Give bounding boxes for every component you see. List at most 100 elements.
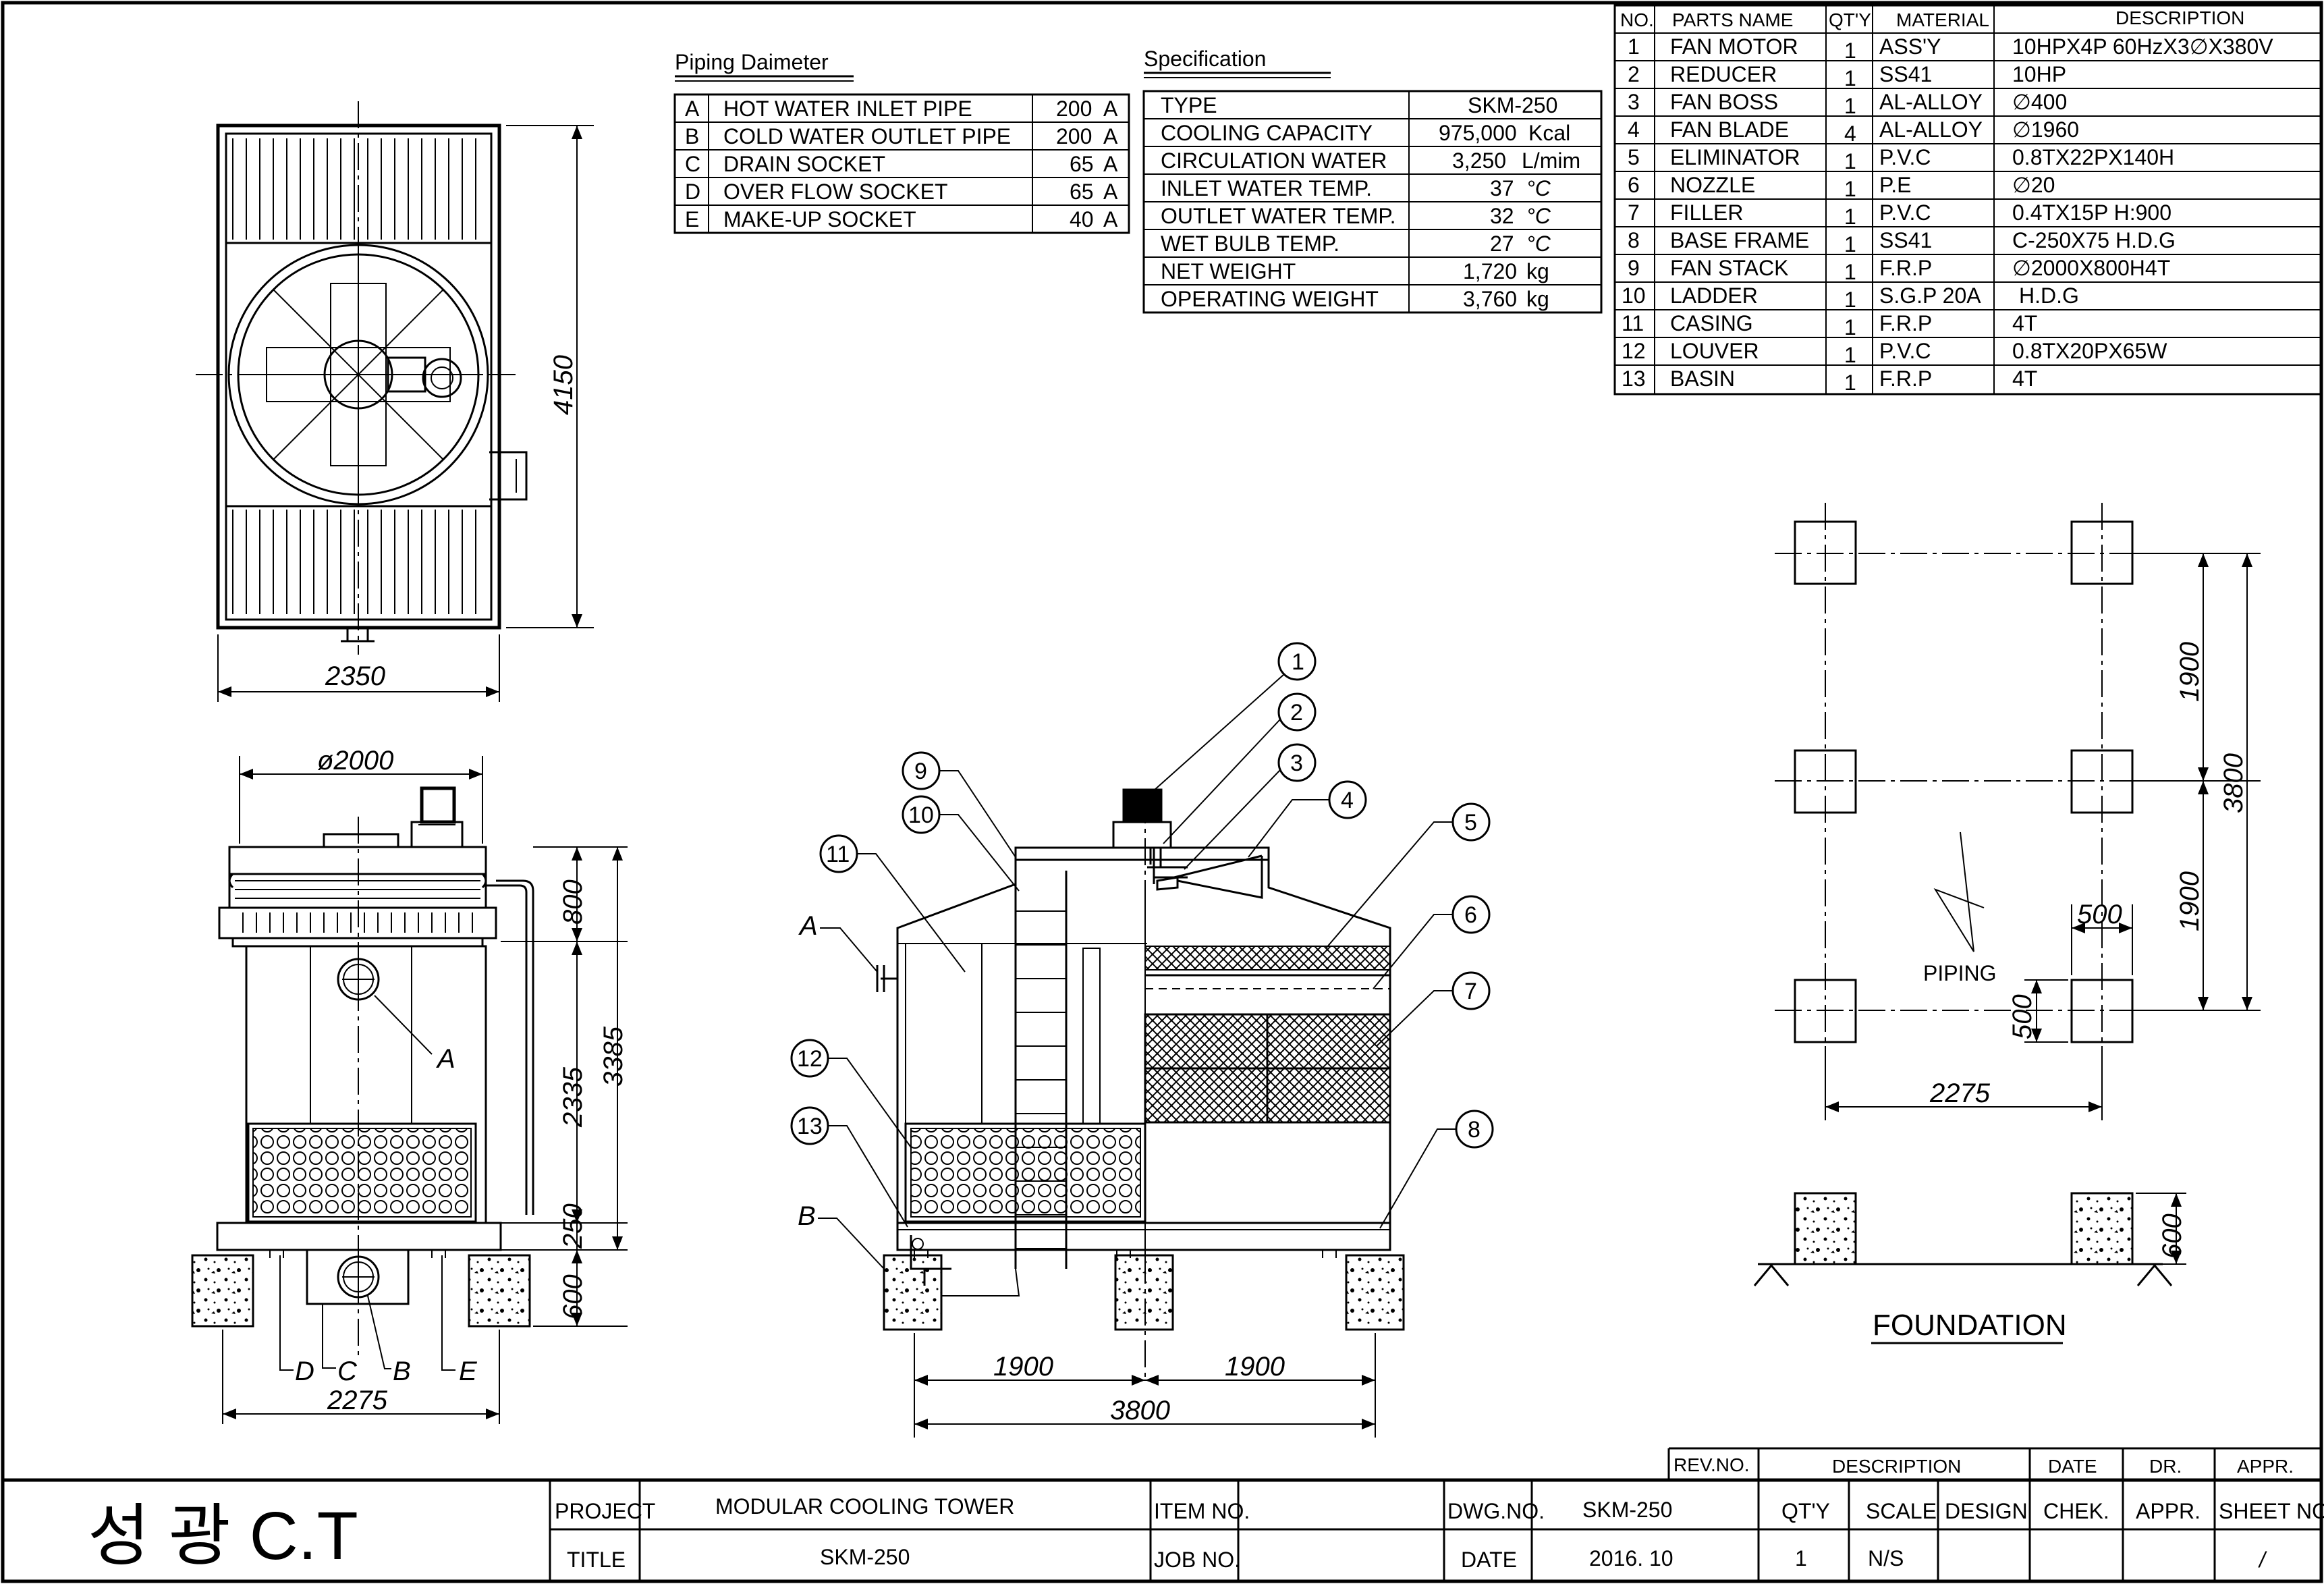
svg-text:LOUVER: LOUVER (1670, 339, 1759, 363)
spec-type-label: TYPE (1161, 93, 1217, 117)
svg-text:Kcal: Kcal (1528, 121, 1570, 145)
svg-text:10HPX4P 60HzX3∅X380V: 10HPX4P 60HzX3∅X380V (2012, 34, 2273, 59)
svg-text:∅2000X800H4T: ∅2000X800H4T (2012, 256, 2170, 280)
section-motor (1122, 788, 1163, 823)
svg-text:FAN BLADE: FAN BLADE (1670, 117, 1789, 142)
svg-text:7: 7 (1464, 979, 1477, 1004)
svg-text:A: A (1103, 207, 1118, 231)
callout-7: 7 (1376, 971, 1491, 1047)
svg-text:ASS'Y: ASS'Y (1879, 34, 1941, 59)
svg-text:REDUCER: REDUCER (1670, 62, 1777, 86)
spec-type-value: SKM-250 (1468, 93, 1557, 117)
svg-text:B: B (685, 124, 699, 148)
svg-text:°C: °C (1526, 231, 1551, 256)
svg-text:4: 4 (1844, 121, 1856, 146)
foundation-dim-2275: 2275 (1929, 1078, 1991, 1108)
svg-text:1: 1 (1844, 94, 1856, 118)
svg-text:1: 1 (1844, 288, 1856, 312)
svg-text:L/mim: L/mim (1522, 148, 1580, 173)
piping-row: B COLD WATER OUTLET PIPE 200 A (685, 124, 1118, 148)
foundation-elev-pad (1794, 1192, 1857, 1265)
callout-12: 12 (790, 1039, 912, 1148)
svg-text:C: C (685, 152, 700, 176)
foundation-title: FOUNDATION (1873, 1309, 2067, 1342)
svg-text:975,000: 975,000 (1439, 121, 1517, 145)
foundation-pad (2070, 520, 2134, 585)
parts-header: PARTS NAME (1672, 9, 1793, 30)
spec-row: WET BULB TEMP.27°C (1161, 231, 1551, 256)
svg-text:1: 1 (1844, 177, 1856, 201)
section-label-B: B (798, 1201, 816, 1231)
spec-table: Specification TYPE SKM-250 COOLING CAPAC… (1142, 47, 1603, 314)
svg-text:1: 1 (1628, 34, 1640, 59)
section-dim-right: 1900 (1225, 1352, 1285, 1382)
svg-text:H.D.G: H.D.G (2019, 283, 2079, 308)
svg-text:13: 13 (1622, 366, 1646, 391)
svg-text:P.V.C: P.V.C (1879, 339, 1931, 363)
side-dim-250: 250 (558, 1203, 588, 1249)
svg-text:SS41: SS41 (1879, 228, 1932, 252)
svg-text:1: 1 (1844, 371, 1856, 395)
side-dim-3385: 3385 (599, 1026, 628, 1087)
svg-text:A: A (436, 1044, 455, 1074)
side-motor (420, 786, 456, 824)
section-eliminator (1144, 946, 1391, 971)
side-dim-800: 800 (558, 879, 588, 925)
svg-text:OPERATING WEIGHT: OPERATING WEIGHT (1161, 287, 1379, 311)
side-foundation-left (191, 1254, 254, 1328)
svg-text:4: 4 (1628, 117, 1640, 142)
plan-view: 2350 4150 (196, 101, 594, 702)
foundation-elev-pad (2070, 1192, 2134, 1265)
svg-text:6: 6 (1628, 173, 1640, 197)
svg-text:QT'Y: QT'Y (1781, 1499, 1830, 1523)
svg-text:10: 10 (908, 802, 934, 828)
svg-text:37: 37 (1490, 176, 1514, 200)
svg-text:4T: 4T (2012, 366, 2037, 391)
svg-text:3: 3 (1290, 750, 1303, 776)
svg-text:A: A (1103, 152, 1118, 176)
svg-text:13: 13 (797, 1114, 823, 1139)
svg-text:BASE FRAME: BASE FRAME (1670, 228, 1809, 252)
svg-text:1: 1 (1844, 149, 1856, 173)
svg-text:65: 65 (1070, 180, 1094, 204)
callout-2: 2 (1163, 692, 1317, 844)
svg-text:FAN STACK: FAN STACK (1670, 256, 1788, 280)
svg-text:3,250: 3,250 (1452, 148, 1506, 173)
piping-row: A HOT WATER INLET PIPE 200 A (685, 97, 1118, 121)
svg-text:B: B (393, 1357, 411, 1386)
svg-text:2: 2 (1290, 700, 1303, 726)
plan-dim-height: 4150 (549, 355, 578, 415)
callout-13: 13 (790, 1106, 908, 1228)
svg-text:F.R.P: F.R.P (1879, 256, 1932, 280)
date-value: 2016. 10 (1589, 1546, 1673, 1571)
foundation-dim-600: 600 (2157, 1213, 2187, 1259)
svg-text:CHEK.: CHEK. (2043, 1499, 2109, 1523)
foundation-view: PIPING 1900 1900 3800 500 500 2275 600 (1753, 503, 2261, 1344)
spec-row: INLET WATER TEMP.37°C (1161, 176, 1551, 200)
svg-text:P.E: P.E (1879, 173, 1911, 197)
foundation-dim-500-h: 500 (2077, 900, 2122, 929)
svg-text:HOT WATER INLET PIPE: HOT WATER INLET PIPE (723, 97, 972, 121)
svg-text:NET WEIGHT: NET WEIGHT (1161, 259, 1296, 283)
svg-text:AL-ALLOY: AL-ALLOY (1879, 117, 1983, 142)
svg-text:APPR.: APPR. (2136, 1499, 2201, 1523)
svg-text:WET BULB TEMP.: WET BULB TEMP. (1161, 231, 1339, 256)
svg-text:∅400: ∅400 (2012, 90, 2067, 114)
foundation-pad (1794, 749, 1857, 814)
svg-text:1: 1 (1844, 315, 1856, 339)
svg-text:kg: kg (1526, 287, 1549, 311)
parts-header: DESCRIPTION (2115, 7, 2244, 28)
svg-text:40: 40 (1070, 207, 1094, 231)
callout-10: 10 (902, 795, 1020, 892)
piping-row: E MAKE-UP SOCKET 40 A (685, 207, 1118, 231)
plan-ladder (489, 451, 528, 501)
section-inlet-A (876, 965, 897, 992)
svg-text:REV.NO.: REV.NO. (1673, 1454, 1750, 1475)
svg-text:1: 1 (1844, 260, 1856, 284)
